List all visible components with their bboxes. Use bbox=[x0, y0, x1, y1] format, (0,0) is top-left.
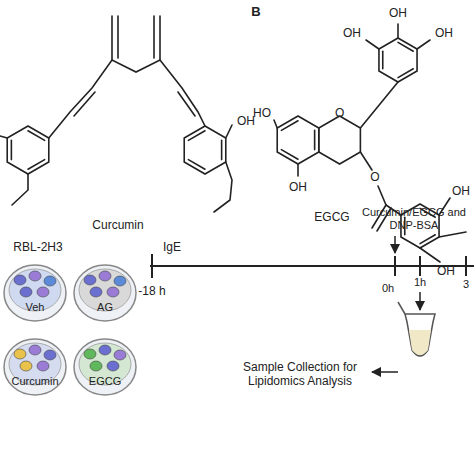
timeline-label: -18 h bbox=[138, 285, 165, 299]
culture-dish: Veh bbox=[2, 262, 68, 324]
atom-label: OH bbox=[343, 27, 361, 41]
compound-name: Curcumin bbox=[92, 219, 143, 233]
dish-label: AG bbox=[72, 301, 138, 313]
culture-dish: EGCG bbox=[72, 336, 138, 398]
timeline-label: 0h bbox=[382, 282, 394, 295]
timeline-label: 1h bbox=[414, 276, 426, 289]
dish-outline bbox=[2, 336, 68, 398]
atom-label: OH bbox=[437, 265, 455, 279]
atom-label: O bbox=[335, 107, 344, 121]
dish-outline bbox=[72, 336, 138, 398]
cell-line-label: RBL-2H3 bbox=[13, 241, 62, 255]
note-text: Sample Collection for Lipidomics Analysi… bbox=[235, 361, 365, 389]
atom-label: HO bbox=[253, 107, 271, 121]
atom-label: O bbox=[370, 171, 379, 185]
dish-label: Curcumin bbox=[2, 375, 68, 387]
panel-letter: B bbox=[251, 5, 260, 20]
culture-dish: Curcumin bbox=[2, 336, 68, 398]
timeline-label: Curcumin/EGCG and DNP-BSA bbox=[355, 206, 473, 231]
atom-label: OH bbox=[389, 7, 407, 21]
atom-label: OH bbox=[435, 27, 453, 41]
culture-dish: AG bbox=[72, 262, 138, 324]
atom-label: OH bbox=[289, 181, 307, 195]
dish-outline bbox=[72, 262, 138, 324]
dish-label: Veh bbox=[2, 301, 68, 313]
dish-label: EGCG bbox=[72, 375, 138, 387]
compound-name: EGCG bbox=[314, 211, 349, 225]
atom-label: OH bbox=[237, 115, 255, 129]
timeline-label: IgE bbox=[163, 241, 181, 255]
atom-label: OH bbox=[452, 185, 470, 199]
dish-outline bbox=[2, 262, 68, 324]
timeline-label: 3 bbox=[463, 278, 469, 291]
